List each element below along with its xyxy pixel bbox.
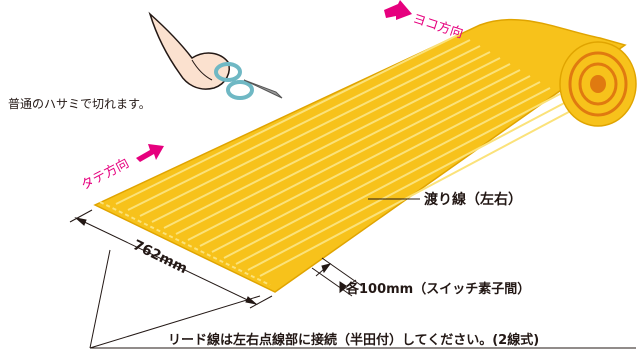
label-lead: リード線は左右点線部に接続（半田付）してください。(2線式) [168, 332, 539, 348]
sheet-lines [115, 33, 581, 277]
label-tate: タテ方向 [78, 155, 131, 194]
label-spacing: 各100mm（スイッチ素子間） [345, 281, 530, 297]
sheet-border-left [99, 201, 271, 286]
width-dimension [69, 209, 273, 309]
label-scissors-note: 普通のハサミで切れます。 [8, 97, 151, 111]
yoko-arrow-icon [384, 0, 412, 20]
heater-sheet [93, 18, 627, 293]
tate-arrow-icon [136, 144, 164, 162]
label-wire: 渡り線（左右） [424, 191, 522, 208]
label-yoko: ヨコ方向 [411, 11, 465, 42]
lead-leaders [89, 249, 636, 349]
roll [559, 41, 637, 127]
scissors-icon [214, 62, 283, 100]
spacing-dimension [311, 257, 363, 297]
